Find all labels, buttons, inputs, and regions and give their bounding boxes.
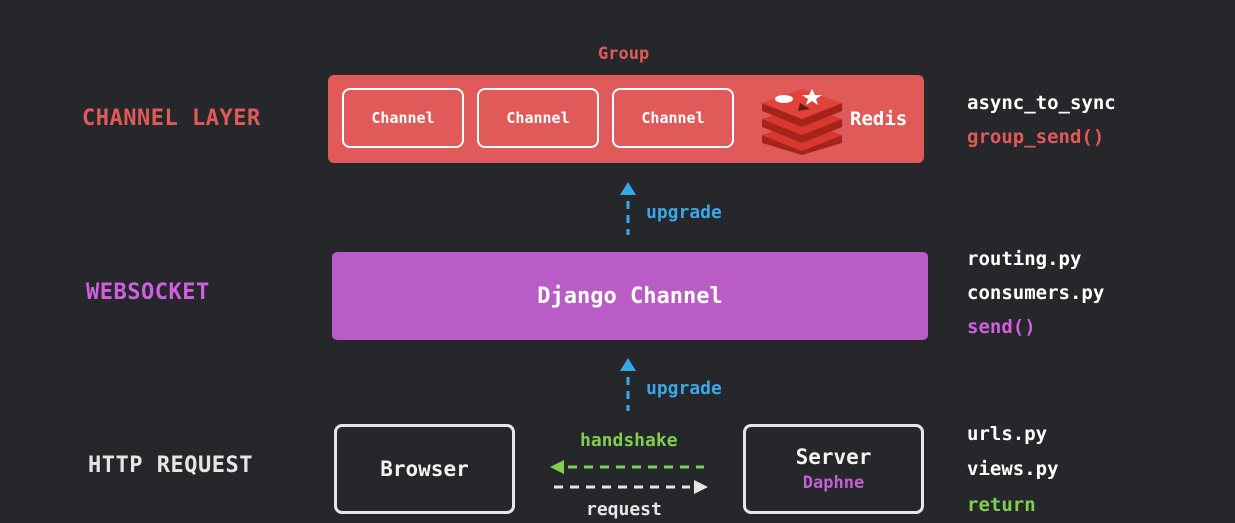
server-sub-label: Daphne xyxy=(802,473,865,493)
django-channel-label: Django Channel xyxy=(537,283,723,309)
handshake-arrow xyxy=(550,460,704,474)
upgrade-label-top: upgrade xyxy=(646,202,722,223)
django-channel-box: Django Channel xyxy=(332,252,928,340)
note-async-to-sync: async_to_sync xyxy=(967,92,1116,114)
server-label: Server xyxy=(795,445,872,469)
channel-label: Channel xyxy=(506,109,570,127)
layer-label-http-request: HTTP REQUEST xyxy=(88,453,253,478)
layer-label-channel-layer: CHANNEL LAYER xyxy=(82,106,261,131)
channel-box-1: Channel xyxy=(342,88,464,148)
server-box: Server Daphne xyxy=(743,424,924,514)
request-label: request xyxy=(586,499,662,520)
note-urls-py: urls.py xyxy=(967,423,1048,445)
upgrade-arrow-top xyxy=(620,182,636,235)
layer-label-websocket: WEBSOCKET xyxy=(86,280,210,305)
channel-box-3: Channel xyxy=(612,88,734,148)
request-arrow xyxy=(554,480,708,494)
channel-layer-group-box: Channel Channel Channel Redis xyxy=(328,75,924,163)
upgrade-arrow-bottom xyxy=(620,358,636,411)
note-send: send() xyxy=(967,316,1036,338)
channel-label: Channel xyxy=(371,109,435,127)
note-views-py: views.py xyxy=(967,458,1059,480)
channel-box-2: Channel xyxy=(477,88,599,148)
group-label: Group xyxy=(598,44,650,64)
redis-label: Redis xyxy=(850,108,908,130)
note-group-send: group_send() xyxy=(967,126,1105,148)
note-routing-py: routing.py xyxy=(967,248,1082,270)
redis-logo-icon xyxy=(762,89,842,155)
handshake-label: handshake xyxy=(580,430,678,451)
note-return: return xyxy=(967,494,1036,516)
channel-label: Channel xyxy=(641,109,705,127)
upgrade-label-bottom: upgrade xyxy=(646,378,722,399)
note-consumers-py: consumers.py xyxy=(967,282,1105,304)
browser-label: Browser xyxy=(380,457,469,481)
browser-box: Browser xyxy=(334,424,515,514)
